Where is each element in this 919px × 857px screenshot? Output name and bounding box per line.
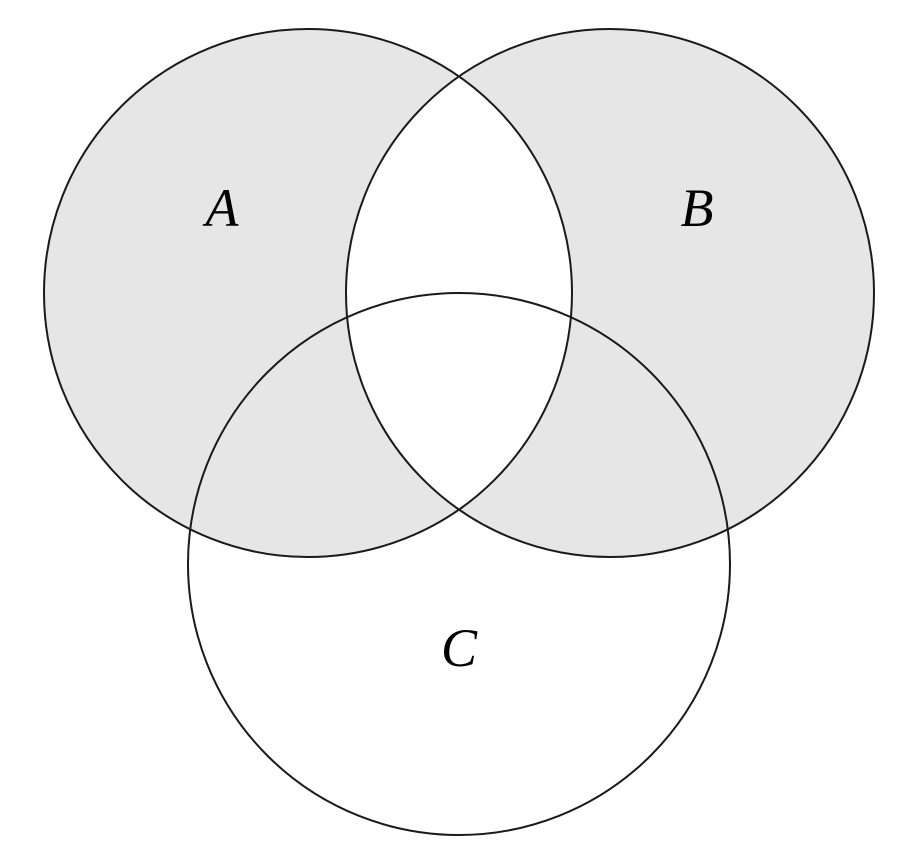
set-label-a: A — [203, 178, 240, 238]
set-labels-group: A B C — [203, 178, 714, 678]
circle-outlines-group — [43, 28, 875, 836]
set-circle-a[interactable] — [43, 28, 573, 558]
set-circle-c[interactable] — [187, 292, 731, 836]
set-label-b: B — [681, 178, 714, 238]
set-circle-b[interactable] — [345, 28, 875, 558]
set-label-c: C — [441, 618, 478, 678]
